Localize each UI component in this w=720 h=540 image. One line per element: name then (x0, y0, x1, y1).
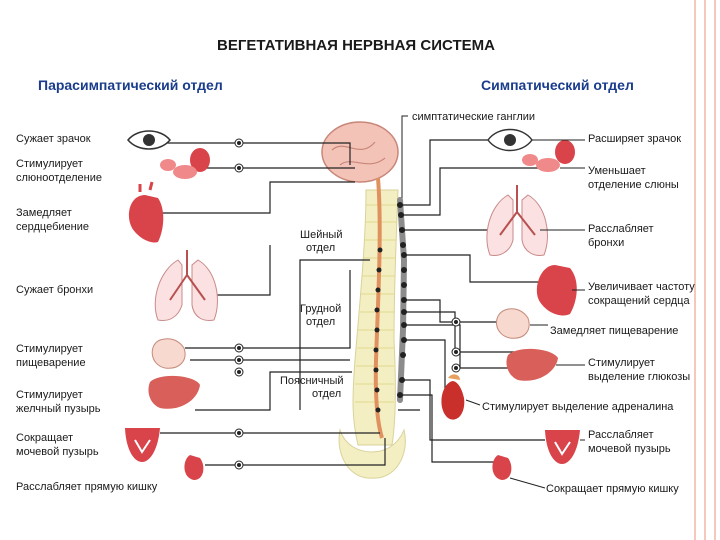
para-label-heart-1: Замедляет (16, 207, 72, 219)
liver-icon (506, 349, 558, 381)
sympathetic-header: Симпатический отдел (481, 77, 634, 93)
symp-label-heart-2: сокращений сердца (588, 295, 690, 307)
liver-icon (148, 376, 200, 409)
para-label-saliva-1: Стимулирует (16, 158, 83, 170)
para-label-digest-2: пищеварение (16, 357, 86, 369)
symp-label-bronchi-1: Расслабляет (588, 223, 654, 235)
para-label-gall-2: желчный пузырь (16, 403, 101, 415)
heart-icon (537, 265, 577, 316)
cervical-label-1: Шейный (300, 229, 342, 241)
salivary-gland-icon (160, 148, 210, 179)
bladder-icon (125, 428, 160, 462)
brain-spine-figure (322, 122, 405, 478)
para-label-saliva-2: слюноотделение (16, 172, 102, 184)
lumbar-label-2: отдел (312, 388, 341, 400)
rectum-icon (492, 455, 511, 480)
rectum-icon (184, 455, 203, 480)
ganglia-label: симптатические ганглии (412, 111, 535, 123)
symp-label-saliva-1: Уменьшает (588, 165, 646, 177)
cervical-label-2: отдел (306, 242, 335, 254)
para-label-heart-2: сердцебиение (16, 221, 89, 233)
symp-label-glucose-1: Стимулирует (588, 357, 655, 369)
symp-label-digest: Замедляет пищеварение (550, 325, 678, 337)
symp-label-glucose-2: выделение глюкозы (588, 371, 690, 383)
para-label-bronchi: Сужает бронхи (16, 284, 93, 296)
stomach-icon (496, 309, 529, 339)
left-organs (125, 131, 217, 480)
lumbar-label-1: Поясничный (280, 375, 344, 387)
symp-label-adrenaline: Стимулирует выделение адреналина (482, 401, 674, 413)
stomach-icon (152, 339, 185, 369)
heart-icon (129, 182, 163, 242)
parasympathetic-header: Парасимпатический отдел (38, 77, 223, 93)
eye-icon (488, 130, 532, 151)
brain (322, 122, 398, 182)
para-label-rectum: Расслабляет прямую кишку (16, 481, 158, 493)
symp-label-heart-1: Увеличивает частоту (588, 281, 695, 293)
bladder-icon (545, 430, 580, 464)
sympathetic-nerves (398, 140, 555, 462)
symp-label-bronchi-2: бронхи (588, 237, 624, 249)
right-organs (441, 130, 580, 481)
salivary-gland-icon (522, 140, 575, 172)
page-title: ВЕГЕТАТИВНАЯ НЕРВНАЯ СИСТЕМА (217, 37, 495, 54)
ganglia-pointer-line (402, 116, 408, 205)
para-label-digest-1: Стимулирует (16, 343, 83, 355)
para-label-gall-1: Стимулирует (16, 389, 83, 401)
para-label-bladder-2: мочевой пузырь (16, 446, 99, 458)
eye-icon (128, 131, 170, 149)
thoracic-label-2: отдел (306, 316, 335, 328)
lungs-icon (155, 250, 217, 320)
symp-label-pupil: Расширяет зрачок (588, 133, 681, 145)
parasympathetic-nerves (150, 143, 385, 465)
para-label-bladder-1: Сокращает (16, 432, 73, 444)
parasympathetic-ganglia (235, 139, 243, 469)
symp-label-bladder-1: Расслабляет (588, 429, 654, 441)
symp-label-bladder-2: мочевой пузырь (588, 443, 671, 455)
para-label-pupil: Сужает зрачок (16, 133, 91, 145)
thoracic-label-1: Грудной (300, 303, 341, 315)
symp-label-rectum: Сокращает прямую кишку (546, 483, 679, 495)
lungs-icon (487, 185, 548, 255)
sympathetic-synapse-markers (452, 318, 460, 372)
symp-label-saliva-2: отделение слюны (588, 179, 679, 191)
